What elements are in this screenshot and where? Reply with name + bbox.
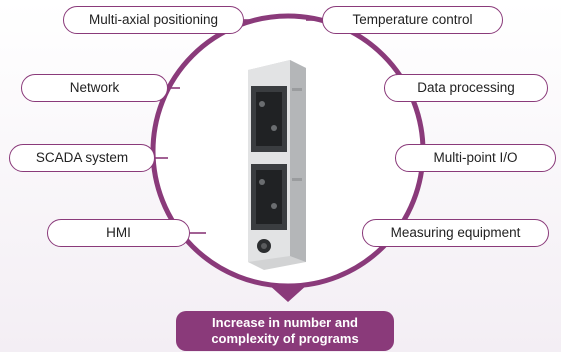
feature-data-processing: Data processing xyxy=(384,74,548,102)
result-box: Increase in number and complexity of pro… xyxy=(176,311,394,351)
result-line-2: complexity of programs xyxy=(211,331,359,346)
down-arrow-icon xyxy=(268,284,308,302)
feature-multi-axial-positioning: Multi-axial positioning xyxy=(63,6,244,34)
feature-multi-point-io: Multi-point I/O xyxy=(395,144,556,172)
feature-network: Network xyxy=(21,74,168,102)
feature-measuring-equipment: Measuring equipment xyxy=(362,219,549,247)
feature-hmi: HMI xyxy=(47,219,190,247)
feature-scada-system: SCADA system xyxy=(9,144,155,172)
result-line-1: Increase in number and xyxy=(212,315,358,330)
plc-module-icon xyxy=(248,60,306,270)
feature-temperature-control: Temperature control xyxy=(322,6,503,34)
